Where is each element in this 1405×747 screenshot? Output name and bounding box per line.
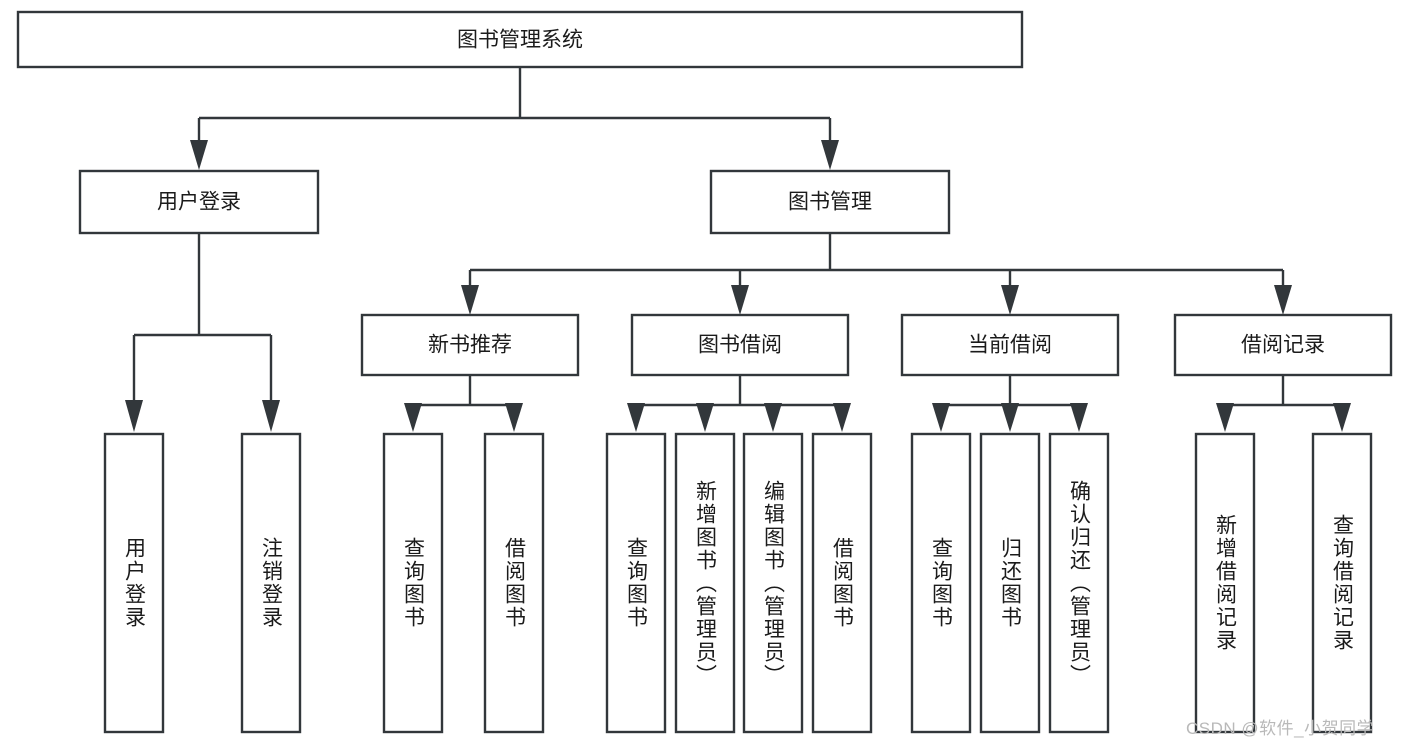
arrow-book-mgmt-child3 bbox=[1001, 285, 1019, 315]
node-root-label: 图书管理系统 bbox=[457, 29, 583, 52]
leaf-box-current-borrow-2[interactable] bbox=[979, 432, 1041, 734]
leaf-box-book-borrow-3[interactable] bbox=[742, 432, 804, 734]
node-new-book-recommend-label: 新书推荐 bbox=[428, 334, 512, 357]
arrow-current-borrow-child1 bbox=[932, 403, 950, 432]
node-current-borrow[interactable]: 当前借阅 bbox=[900, 313, 1120, 377]
leaf-box-book-borrow-4[interactable] bbox=[811, 432, 873, 734]
arrow-new-book-child1 bbox=[404, 403, 422, 432]
arrow-book-mgmt-child4 bbox=[1274, 285, 1292, 315]
arrow-root-to-user-login bbox=[190, 140, 208, 170]
node-current-borrow-label: 当前借阅 bbox=[968, 334, 1052, 357]
leaf-boxes bbox=[103, 432, 1373, 734]
connector-group-current-borrow bbox=[932, 375, 1088, 432]
connector-group-book-borrow bbox=[627, 375, 851, 432]
arrow-borrow-record-child2 bbox=[1333, 403, 1351, 432]
connector-group-book-mgmt bbox=[461, 233, 1292, 315]
arrow-book-borrow-child2 bbox=[696, 403, 714, 432]
node-new-book-recommend-box[interactable] bbox=[360, 313, 580, 377]
arrow-book-borrow-child4 bbox=[833, 403, 851, 432]
leaf-box-book-borrow-2[interactable] bbox=[674, 432, 736, 734]
arrow-book-mgmt-child2 bbox=[731, 285, 749, 315]
arrow-current-borrow-child2 bbox=[1001, 403, 1019, 432]
connector-group-new-book bbox=[404, 375, 523, 432]
arrow-new-book-child2 bbox=[505, 403, 523, 432]
leaf-box-user-login-2[interactable] bbox=[240, 432, 302, 734]
node-book-borrow[interactable]: 图书借阅 bbox=[630, 313, 850, 377]
leaf-box-borrow-record-1[interactable] bbox=[1194, 432, 1256, 734]
arrow-root-to-book-mgmt bbox=[821, 140, 839, 170]
leaf-box-current-borrow-1[interactable] bbox=[910, 432, 972, 734]
arrow-book-mgmt-child1 bbox=[461, 285, 479, 315]
arrow-borrow-record-child1 bbox=[1216, 403, 1234, 432]
connector-group-root bbox=[190, 67, 839, 170]
leaf-box-current-borrow-3[interactable] bbox=[1048, 432, 1110, 734]
node-borrow-record[interactable]: 借阅记录 bbox=[1173, 313, 1393, 377]
connector-group-user-login bbox=[125, 233, 280, 432]
node-user-login-box[interactable] bbox=[78, 169, 320, 235]
node-user-login[interactable]: 用户登录 bbox=[78, 169, 320, 235]
node-borrow-record-label: 借阅记录 bbox=[1241, 334, 1325, 357]
node-root-box[interactable] bbox=[16, 10, 1024, 69]
node-user-login-label: 用户登录 bbox=[157, 191, 241, 214]
arrow-book-borrow-child3 bbox=[764, 403, 782, 432]
watermark: CSDN @软件_小贺同学 bbox=[1186, 719, 1375, 738]
node-current-borrow-box[interactable] bbox=[900, 313, 1120, 377]
node-book-borrow-box[interactable] bbox=[630, 313, 850, 377]
node-book-management-box[interactable] bbox=[709, 169, 951, 235]
node-book-management[interactable]: 图书管理 bbox=[709, 169, 951, 235]
node-book-borrow-label: 图书借阅 bbox=[698, 334, 782, 357]
node-new-book-recommend[interactable]: 新书推荐 bbox=[360, 313, 580, 377]
leaf-box-user-login-1[interactable] bbox=[103, 432, 165, 734]
arrow-current-borrow-child3 bbox=[1070, 403, 1088, 432]
arrow-user-login-child2 bbox=[262, 400, 280, 432]
node-borrow-record-box[interactable] bbox=[1173, 313, 1393, 377]
node-root[interactable]: 图书管理系统 bbox=[16, 10, 1024, 69]
connector-group-borrow-record bbox=[1216, 375, 1351, 432]
leaf-box-new-book-2[interactable] bbox=[483, 432, 545, 734]
arrow-book-borrow-child1 bbox=[627, 403, 645, 432]
node-book-management-label: 图书管理 bbox=[788, 191, 872, 214]
leaf-box-book-borrow-1[interactable] bbox=[605, 432, 667, 734]
leaf-box-borrow-record-2[interactable] bbox=[1311, 432, 1373, 734]
arrow-user-login-child1 bbox=[125, 400, 143, 432]
leaf-box-new-book-1[interactable] bbox=[382, 432, 444, 734]
